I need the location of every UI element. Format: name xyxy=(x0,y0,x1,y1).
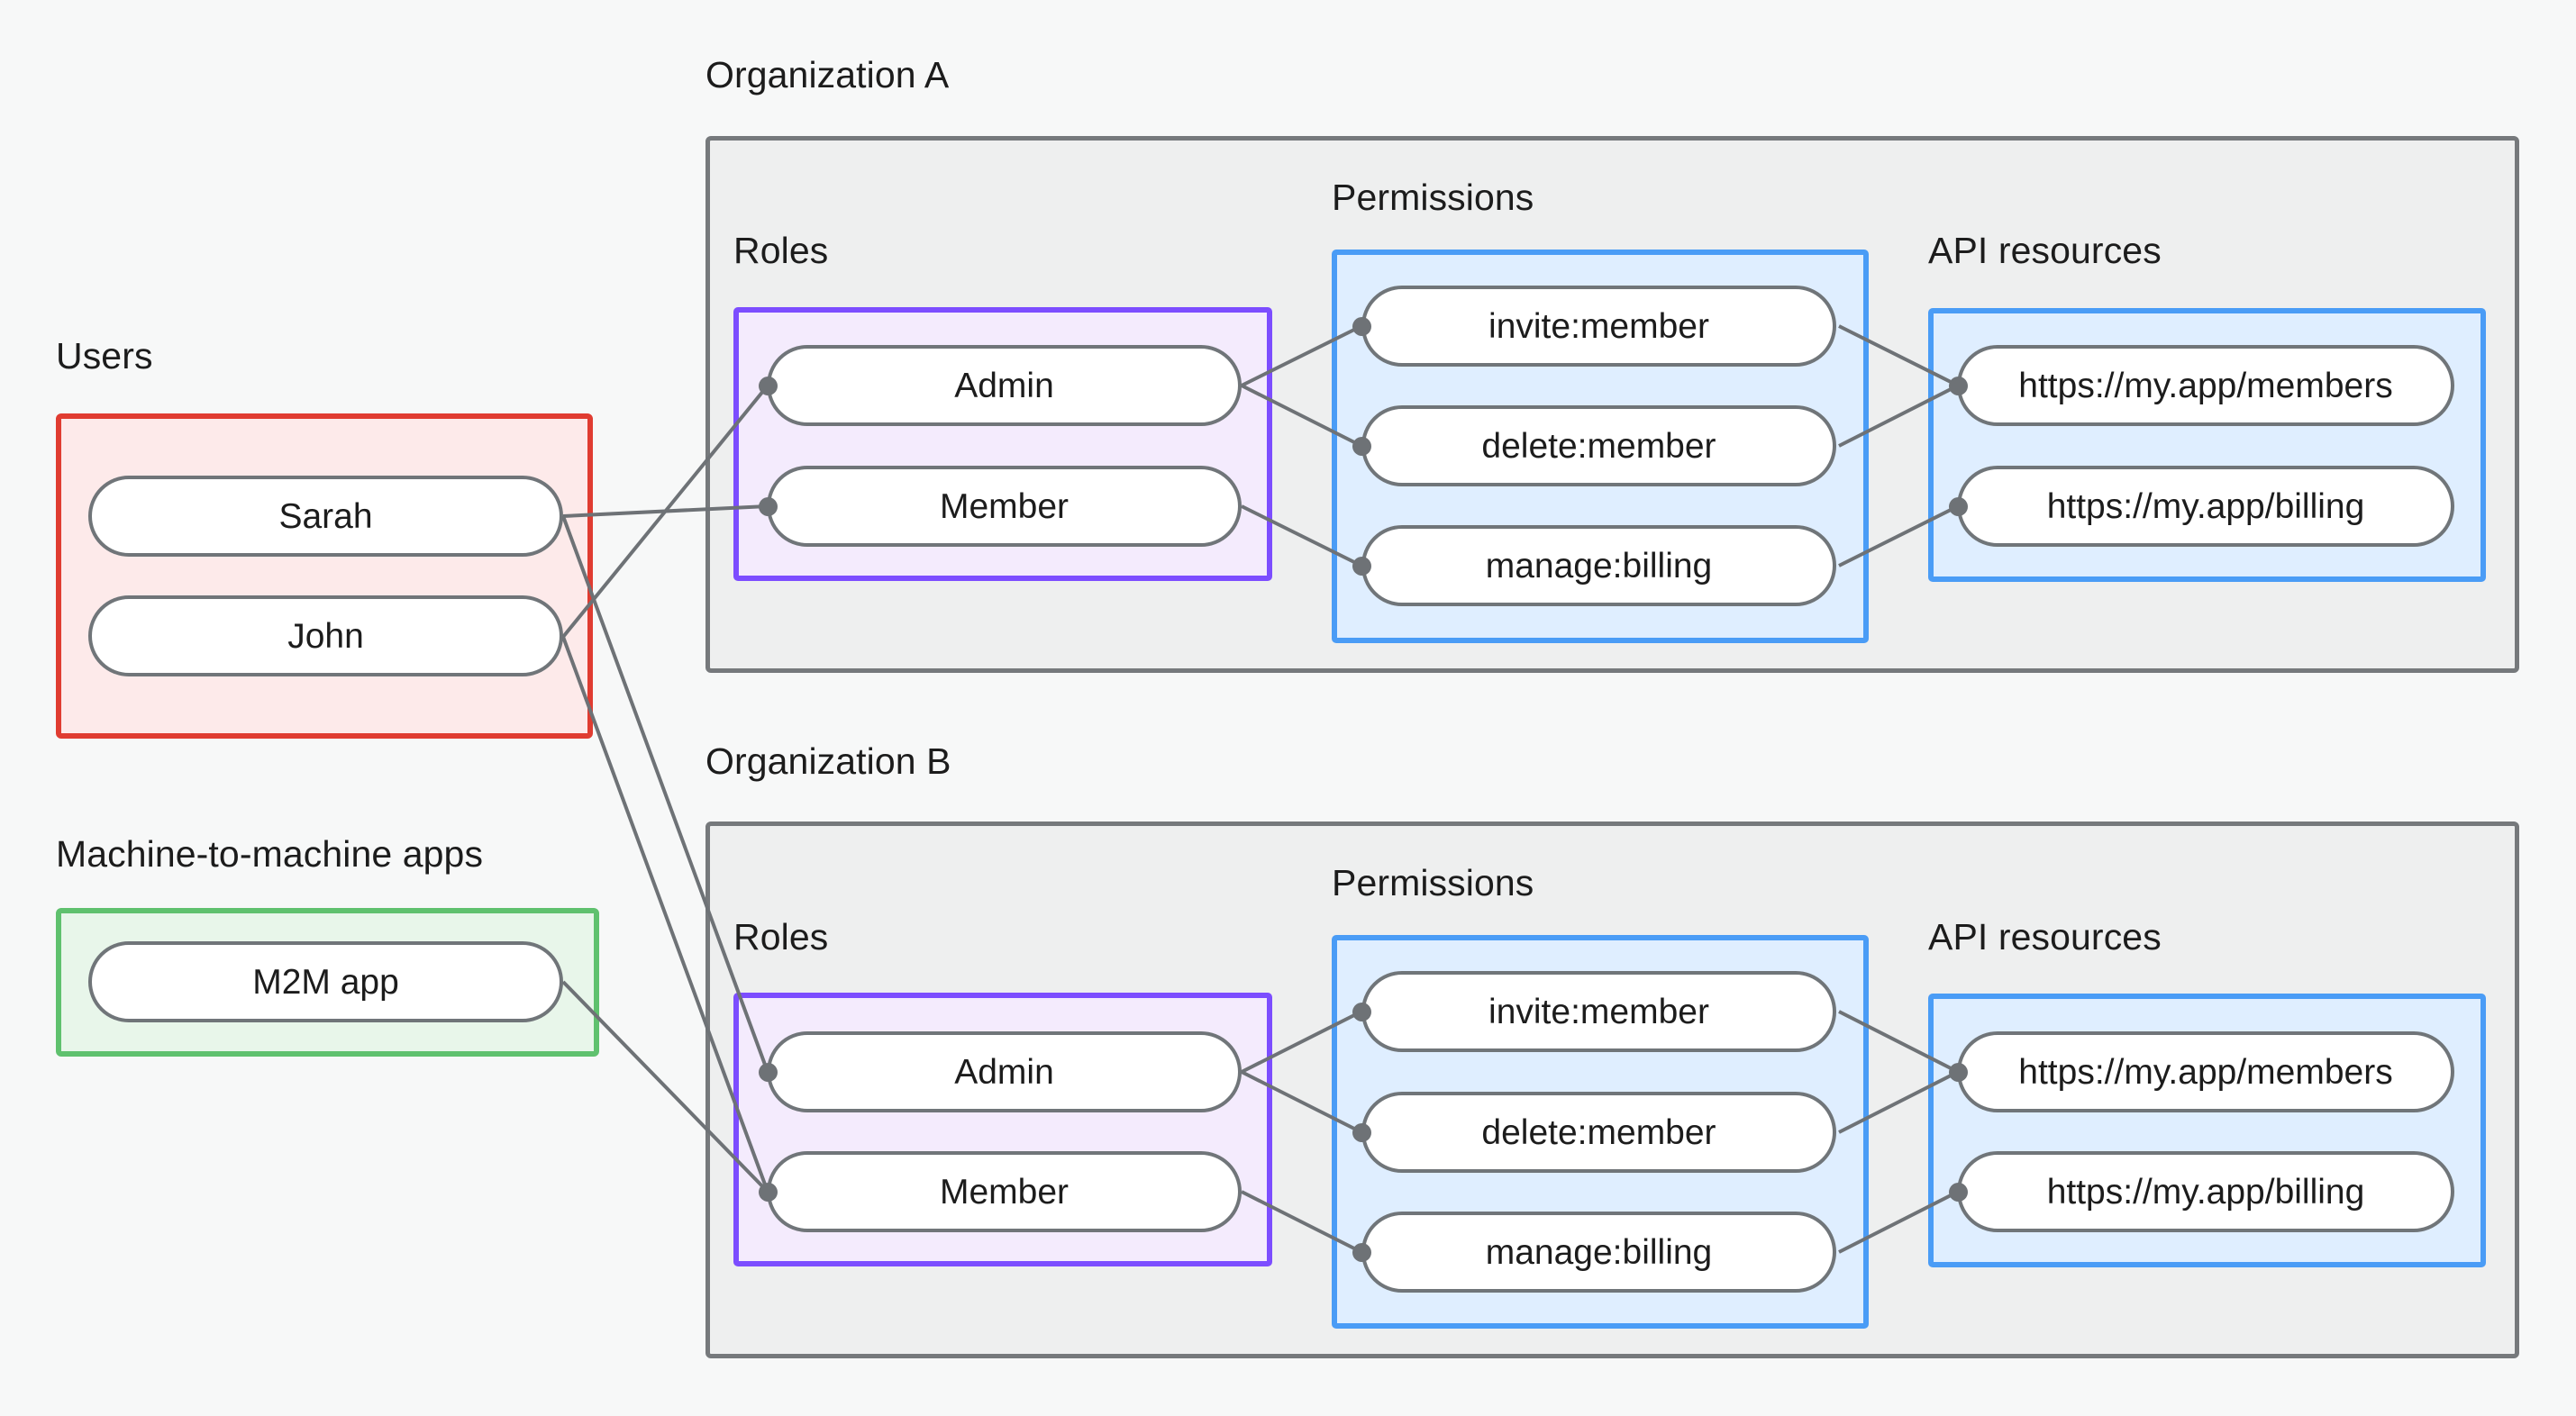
org-a-permission-manage-billing-label: manage:billing xyxy=(1485,546,1713,585)
org-b-api-label: API resources xyxy=(1928,916,2162,958)
org-a-role-admin-label: Admin xyxy=(954,366,1054,405)
m2m-node-app[interactable]: M2M app xyxy=(88,941,563,1022)
org-a-role-member[interactable]: Member xyxy=(767,466,1242,547)
org-a-api-label: API resources xyxy=(1928,230,2162,271)
connector-dot-orgB-members-in xyxy=(1948,1062,1968,1082)
connector-dot-orgB-billingres-in xyxy=(1948,1182,1968,1202)
org-b-api-resource-members[interactable]: https://my.app/members xyxy=(1957,1031,2454,1112)
org-b-permissions-label: Permissions xyxy=(1332,862,1534,903)
org-a-role-admin[interactable]: Admin xyxy=(767,345,1242,426)
org-b-role-member-label: Member xyxy=(939,1172,1070,1212)
org-b-roles-label: Roles xyxy=(733,916,829,958)
org-a-permission-invite-member-label: invite:member xyxy=(1488,306,1709,346)
org-b-api-resource-billing-label: https://my.app/billing xyxy=(2046,1172,2365,1212)
connector-dot-orgA-member-in xyxy=(758,496,778,516)
org-a-api-resource-members-label: https://my.app/members xyxy=(2018,366,2393,405)
user-node-sarah-label: Sarah xyxy=(278,496,373,536)
user-node-sarah[interactable]: Sarah xyxy=(88,476,563,557)
org-a-title: Organization A xyxy=(705,54,950,95)
org-a-permission-manage-billing[interactable]: manage:billing xyxy=(1361,525,1836,606)
org-b-permission-invite-member-label: invite:member xyxy=(1488,992,1709,1031)
org-a-roles-label: Roles xyxy=(733,230,829,271)
org-b-title: Organization B xyxy=(705,740,951,782)
org-b-role-member[interactable]: Member xyxy=(767,1151,1242,1232)
connector-dot-orgB-billing-in xyxy=(1352,1242,1371,1262)
connector-dot-orgA-invite-in xyxy=(1352,316,1371,336)
org-b-role-admin-label: Admin xyxy=(954,1052,1054,1092)
org-b-permission-delete-member[interactable]: delete:member xyxy=(1361,1092,1836,1173)
org-b-permission-manage-billing[interactable]: manage:billing xyxy=(1361,1212,1836,1293)
connector-dot-orgB-admin-in xyxy=(758,1062,778,1082)
org-b-permission-manage-billing-label: manage:billing xyxy=(1485,1232,1713,1272)
org-a-permission-invite-member[interactable]: invite:member xyxy=(1361,286,1836,367)
users-group-label: Users xyxy=(56,335,153,377)
org-a-permissions-label: Permissions xyxy=(1332,177,1534,218)
user-node-john[interactable]: John xyxy=(88,595,563,676)
connector-dot-orgB-member-in xyxy=(758,1182,778,1202)
org-b-api-resource-members-label: https://my.app/members xyxy=(2018,1052,2393,1092)
m2m-node-app-label: M2M app xyxy=(252,962,399,1002)
org-b-permission-delete-member-label: delete:member xyxy=(1481,1112,1716,1152)
user-node-john-label: John xyxy=(287,616,364,656)
org-b-api-resource-billing[interactable]: https://my.app/billing xyxy=(1957,1151,2454,1232)
connector-dot-orgB-delete-in xyxy=(1352,1122,1371,1142)
connector-dot-orgA-billing-in xyxy=(1352,556,1371,576)
org-b-role-admin[interactable]: Admin xyxy=(767,1031,1242,1112)
org-a-api-resource-billing-label: https://my.app/billing xyxy=(2046,486,2365,526)
connector-dot-orgA-members-in xyxy=(1948,376,1968,395)
users-container xyxy=(56,413,593,739)
org-a-role-member-label: Member xyxy=(939,486,1070,526)
org-a-permission-delete-member-label: delete:member xyxy=(1481,426,1716,466)
org-a-api-resource-members[interactable]: https://my.app/members xyxy=(1957,345,2454,426)
org-a-api-resource-billing[interactable]: https://my.app/billing xyxy=(1957,466,2454,547)
connector-dot-orgA-delete-in xyxy=(1352,436,1371,456)
connector-dot-orgB-invite-in xyxy=(1352,1002,1371,1021)
m2m-group-label: Machine-to-machine apps xyxy=(56,833,484,875)
connector-dot-orgA-admin-in xyxy=(758,376,778,395)
org-a-permission-delete-member[interactable]: delete:member xyxy=(1361,405,1836,486)
org-b-permission-invite-member[interactable]: invite:member xyxy=(1361,971,1836,1052)
connector-dot-orgA-billingres-in xyxy=(1948,496,1968,516)
